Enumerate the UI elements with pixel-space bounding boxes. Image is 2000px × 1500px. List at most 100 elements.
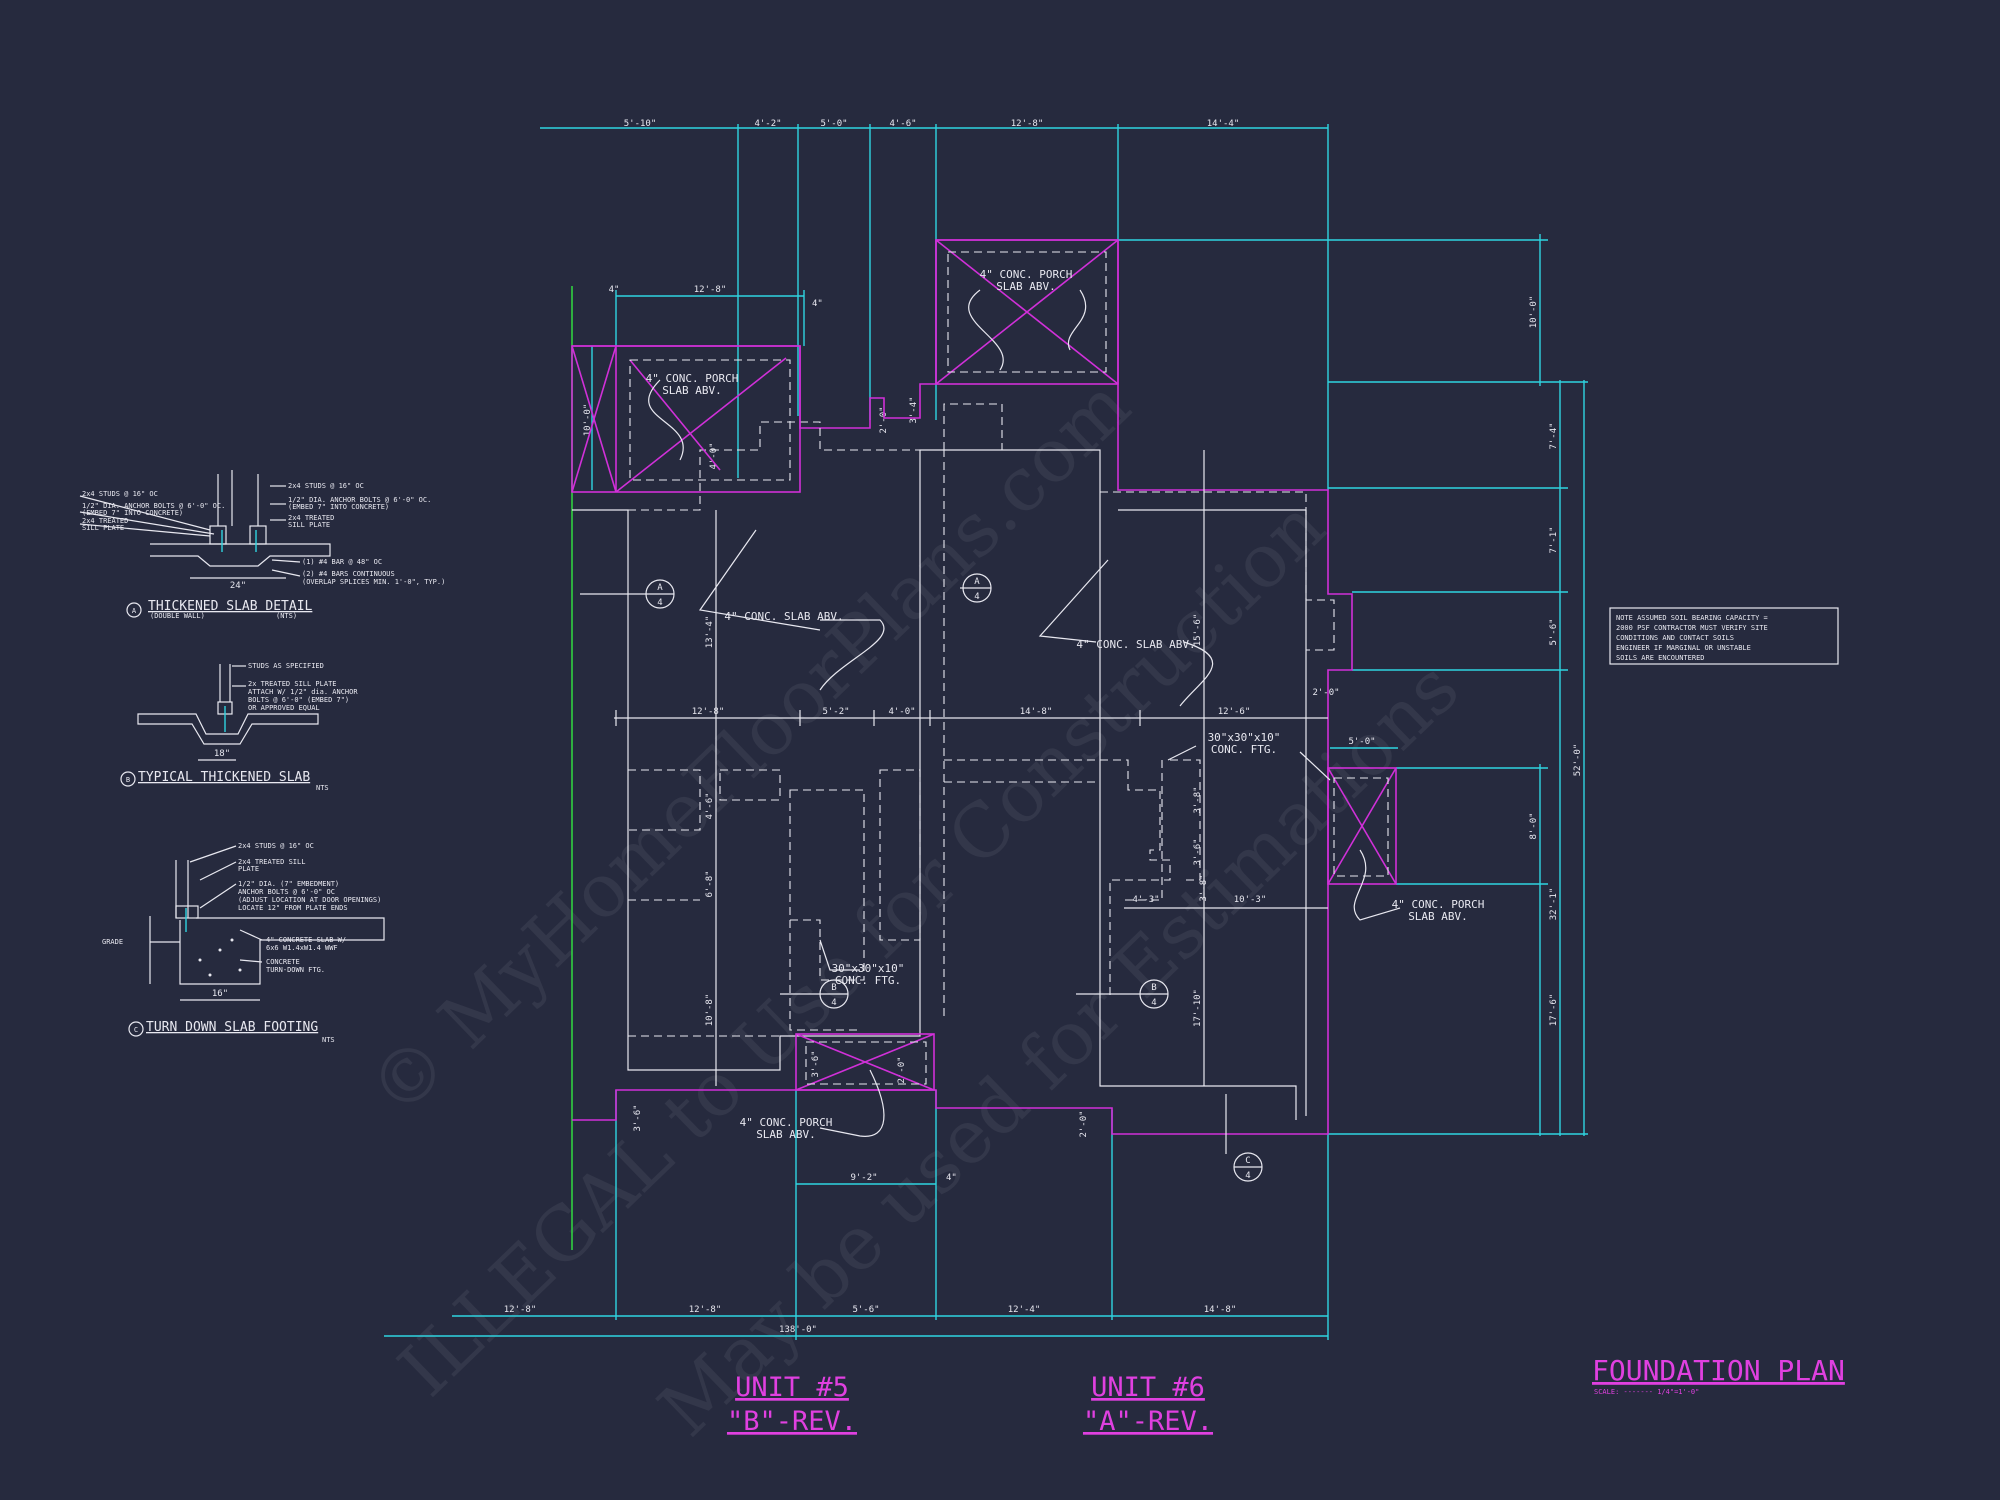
porch-label-4-line-1: 4" CONC. PORCH: [740, 1116, 833, 1129]
dim-top-1: 5'-10": [624, 119, 657, 129]
section-c-letter: C: [1245, 1156, 1250, 1166]
detail-b-nts: NTS: [316, 784, 329, 792]
dim-top-2: 4'-2": [754, 119, 781, 129]
dim-mid-4: 14'-8": [1020, 707, 1053, 717]
detail-c-note-12: GRADE: [102, 938, 123, 946]
porch-label-4-line-2: SLAB ABV.: [756, 1128, 816, 1141]
dim-right-4: 5'-6": [1549, 618, 1559, 645]
dim-bottom-1: 12'-8": [504, 1305, 537, 1315]
sheet-title: FOUNDATION PLAN: [1592, 1354, 1845, 1387]
dim-bottom-3: 5'-6": [852, 1305, 879, 1315]
dim-misc-14: 3'-6": [1193, 838, 1203, 865]
dim-top-3: 5'-0": [820, 119, 847, 129]
bottom-dimensions: 12'-8" 12'-8" 5'-6" 12'-4" 14'-8" 138'-0…: [384, 1090, 1329, 1340]
dim-misc-4: 10'-0": [583, 404, 593, 437]
dim-misc-21: 4'-3": [1132, 895, 1159, 905]
detail-a-note-7: 1/2" DIA. ANCHOR BOLTS @ 6'-0" OC.: [288, 496, 431, 504]
dim-right-6: 17'-6": [1549, 994, 1559, 1027]
detail-a-note-4: 2x4 TREATED: [82, 517, 128, 525]
dim-mid-5: 12'-6": [1218, 707, 1251, 717]
detail-c-note-8: 4" CONCRETE SLAB W/: [266, 936, 346, 944]
detail-c-note-3: PLATE: [238, 865, 259, 873]
note-line-4: ENGINEER IF MARGINAL OR UNSTABLE: [1616, 644, 1751, 652]
slab-label-1: 4" CONC. SLAB ABV.: [724, 610, 843, 623]
porch-label-2-line-2: SLAB ABV.: [996, 280, 1056, 293]
dim-mid-1: 12'-8": [692, 707, 725, 717]
dim-right-3: 7'-1": [1549, 526, 1559, 553]
section-marker-a-right: A 4: [960, 573, 992, 603]
detail-c-note-2: 2x4 TREATED SILL: [238, 858, 305, 866]
dim-overall: 138'-0": [779, 1325, 817, 1335]
dim-misc-16: 17'-10": [1193, 989, 1203, 1027]
detail-a-width: 24": [230, 581, 246, 591]
detail-b-width: 18": [214, 749, 230, 759]
porch-right: 4" CONC. PORCH SLAB ABV.: [1327, 767, 1485, 923]
porch-label-3-line-2: SLAB ABV.: [1408, 910, 1468, 923]
detail-c-note-4: 1/2" DIA. (7" EMBEDMENT): [238, 880, 339, 888]
detail-a-note-8: (EMBED 7" INTO CONCRETE): [288, 503, 389, 511]
unit-6-rev: "A"-REV.: [1083, 1406, 1213, 1437]
dim-misc-9: 15'-6": [1193, 614, 1203, 647]
dim-misc-23: 3'-6": [811, 1050, 821, 1077]
dim-misc-17: 2'-0": [1079, 1110, 1089, 1137]
porch-label-3-line-1: 4" CONC. PORCH: [1392, 898, 1485, 911]
dim-misc-8: 13'-4": [705, 616, 715, 649]
note-line-2: 2000 PSF CONTRACTOR MUST VERIFY SITE: [1616, 624, 1768, 632]
dim-misc-19: 4": [946, 1173, 957, 1183]
detail-c-nts: NTS: [322, 1036, 335, 1044]
section-a2-num: 4: [974, 592, 979, 602]
porch-label-1-line-2: SLAB ABV.: [662, 384, 722, 397]
dim-top-6: 14'-4": [1207, 119, 1240, 129]
detail-c-note-1: 2x4 STUDS @ 16" OC: [238, 842, 314, 850]
ftg-label-1-line-1: 30"x30"x10": [832, 962, 905, 975]
detail-a-note-1: 2x4 STUDS @ 16" OC: [82, 490, 158, 498]
dim-misc-10: 4'-6": [705, 792, 715, 819]
dim-right-overall: 52'-0": [1573, 744, 1583, 777]
top-dimensions: 5'-10" 4'-2" 5'-0" 4'-6" 12'-8" 14'-4" 1…: [540, 119, 1329, 490]
dim-bottom-4: 12'-4": [1008, 1305, 1041, 1315]
section-a1-num: 4: [657, 598, 662, 608]
title-block: FOUNDATION PLAN SCALE: ------- 1/4"=1'-0…: [1592, 1354, 1845, 1396]
dim-right-7: 32'-1": [1549, 888, 1559, 921]
porch-label-1-line-1: 4" CONC. PORCH: [646, 372, 739, 385]
dim-misc-5: 2'-0": [879, 406, 889, 433]
dim-bottom-2: 12'-8": [689, 1305, 722, 1315]
detail-a-note-11: (1) #4 BAR @ 48" OC: [302, 558, 382, 566]
unit-5-name: UNIT #5: [735, 1372, 849, 1403]
porch-top-right: 4" CONC. PORCH SLAB ABV.: [935, 239, 1119, 385]
detail-a-marker: A: [132, 607, 137, 615]
soil-note: NOTE ASSUMED SOIL BEARING CAPACITY = 200…: [1609, 607, 1839, 665]
section-c-num: 4: [1245, 1171, 1250, 1181]
detail-b-title: TYPICAL THICKENED SLAB: [138, 770, 310, 785]
detail-a-note-2: 1/2" DIA. ANCHOR BOLTS @ 6'-0" OC.: [82, 502, 225, 510]
unit-6-name: UNIT #6: [1091, 1372, 1205, 1403]
right-dimensions: 10'-0" 7'-4" 7'-1" 5'-6" 8'-0" 17'-6" 32…: [1118, 234, 1588, 1136]
slab-labels: 4" CONC. SLAB ABV. 4" CONC. SLAB ABV. 30…: [698, 529, 1331, 987]
dim-right-5: 8'-0": [1529, 812, 1539, 839]
detail-b-marker: B: [126, 776, 130, 784]
detail-b-typical-thickened-slab: 18" STUDS AS SPECIFIED 2x TREATED SILL P…: [120, 662, 358, 792]
dim-misc-24: 3'-8": [1199, 874, 1209, 901]
section-marker-b-left: B 4: [780, 979, 849, 1009]
sheet-scale: SCALE: ------- 1/4"=1'-0": [1594, 1388, 1699, 1396]
dim-misc-7: 4'-0": [709, 442, 719, 469]
detail-b-note-2: 2x TREATED SILL PLATE: [248, 680, 337, 688]
dim-misc-3: 4": [812, 299, 823, 309]
section-b2-letter: B: [1151, 983, 1156, 993]
detail-c-note-9: 6x6 W1.4xW1.4 WWF: [266, 944, 338, 952]
dim-misc-26: 2'-0": [1312, 688, 1339, 698]
dim-mid-3: 4'-0": [888, 707, 915, 717]
porch-label-2-line-1: 4" CONC. PORCH: [980, 268, 1073, 281]
detail-b-note-3: ATTACH W/ 1/2" dia. ANCHOR: [248, 688, 358, 696]
interior-footings: [628, 759, 1201, 1031]
dim-misc-6: 3'-4": [909, 396, 919, 423]
note-line-5: SOILS ARE ENCOUNTERED: [1616, 654, 1705, 662]
ftg-label-2-line-2: CONC. FTG.: [1211, 743, 1277, 756]
detail-c-width: 16": [212, 989, 228, 999]
unit-labels: UNIT #5 "B"-REV. UNIT #6 "A"-REV.: [727, 1372, 1213, 1437]
dim-misc-22: 10'-3": [1234, 895, 1267, 905]
note-line-1: NOTE ASSUMED SOIL BEARING CAPACITY =: [1616, 614, 1768, 622]
dim-top-4: 4'-6": [889, 119, 916, 129]
detail-c-note-10: CONCRETE: [266, 958, 300, 966]
